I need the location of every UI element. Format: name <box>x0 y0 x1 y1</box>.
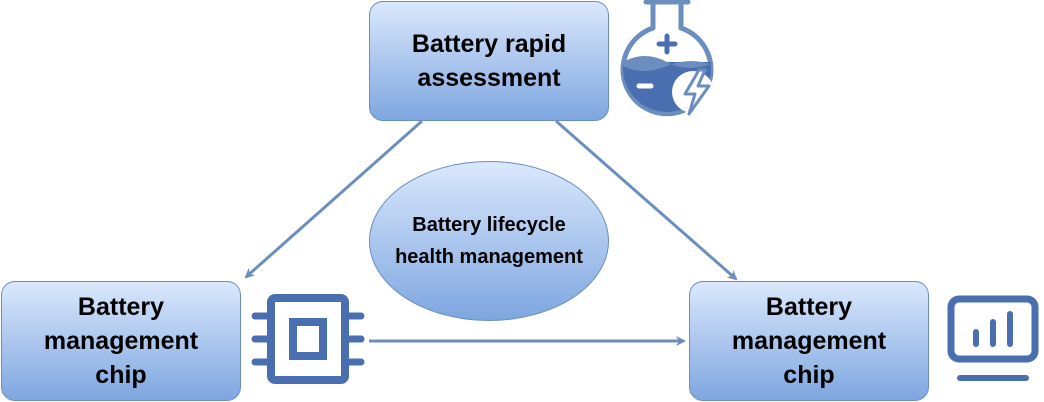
chip-icon <box>251 294 365 384</box>
monitor-chart-icon <box>947 295 1039 381</box>
node-label: Battery management chip <box>43 293 199 389</box>
node-battery-management-chip-left[interactable]: Battery management chip <box>1 281 241 401</box>
node-battery-rapid-assessment[interactable]: Battery rapid assessment <box>369 1 609 121</box>
battery-flask-icon <box>620 0 714 117</box>
node-label: Battery rapid assessment <box>411 30 567 92</box>
node-label: Battery lifecycle health management <box>395 214 583 268</box>
node-label: Battery management chip <box>731 293 887 389</box>
node-battery-lifecycle-health-management[interactable]: Battery lifecycle health management <box>369 161 609 321</box>
arrow-top-to-left <box>244 119 423 279</box>
node-battery-management-chip-right[interactable]: Battery management chip <box>689 281 929 401</box>
arrow-top-to-right <box>555 119 738 281</box>
